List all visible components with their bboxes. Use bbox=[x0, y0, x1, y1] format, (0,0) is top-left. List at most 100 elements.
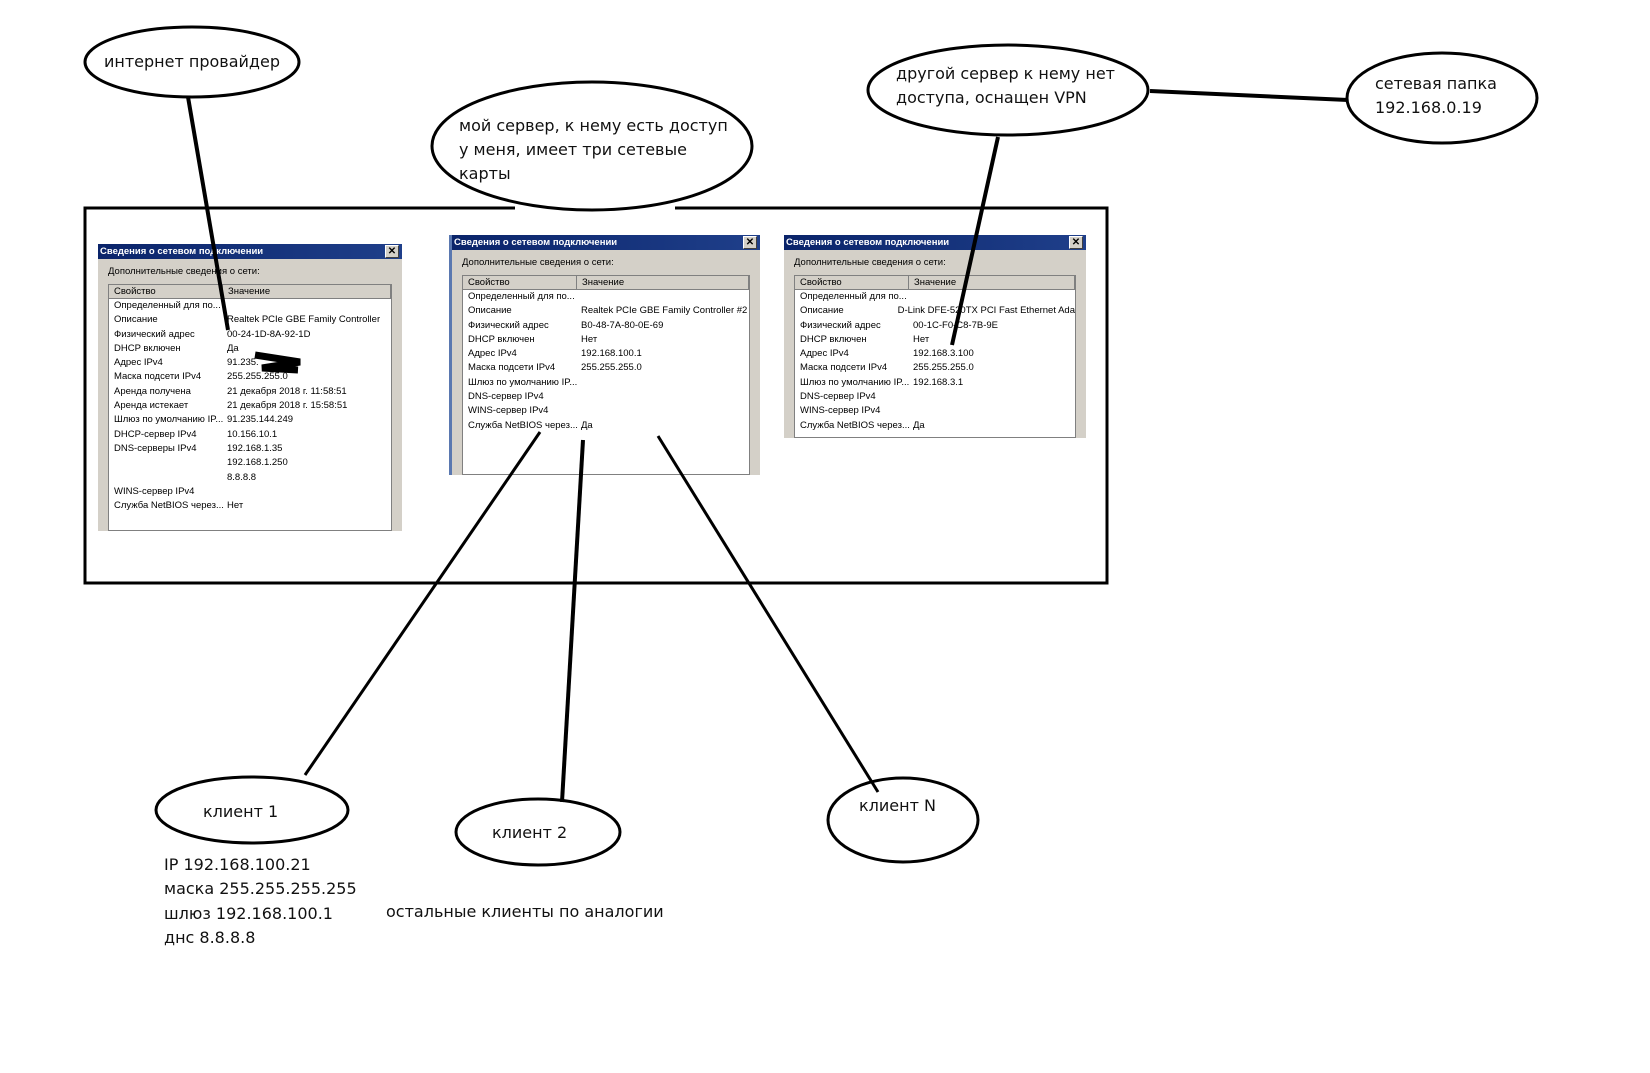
column-header-property[interactable]: Свойство bbox=[795, 276, 909, 289]
property-value: Нет bbox=[227, 500, 244, 512]
column-header-value[interactable]: Значение bbox=[909, 276, 1075, 289]
property-name: Физический адрес bbox=[800, 319, 881, 331]
property-name: Шлюз по умолчанию IP... bbox=[114, 414, 224, 426]
client1-dns: днс 8.8.8.8 bbox=[164, 928, 256, 947]
property-row[interactable]: WINS-сервер IPv4 bbox=[109, 485, 391, 499]
property-value: 00-24-1D-8A-92-1D bbox=[227, 328, 311, 340]
property-name: Шлюз по умолчанию IP... bbox=[800, 376, 910, 388]
property-value: 91.235.144.249 bbox=[227, 414, 294, 426]
property-name: DHCP включен bbox=[114, 342, 181, 354]
property-name: DNS-сервер IPv4 bbox=[800, 391, 876, 403]
bubble-client2 bbox=[454, 797, 622, 867]
property-row[interactable]: Определенный для по... bbox=[463, 290, 749, 304]
property-row[interactable]: Шлюз по умолчанию IP...192.168.3.1 bbox=[795, 376, 1075, 390]
property-name: Служба NetBIOS через... bbox=[468, 419, 578, 431]
dialog-subtitle: Дополнительные сведения о сети: bbox=[462, 257, 614, 268]
property-name: Физический адрес bbox=[468, 319, 549, 331]
server-box bbox=[83, 206, 1109, 585]
redaction-scribble bbox=[254, 351, 301, 374]
column-header-value[interactable]: Значение bbox=[577, 276, 749, 289]
property-row[interactable]: Служба NetBIOS через...Да bbox=[463, 419, 749, 433]
property-row[interactable]: 192.168.1.250 bbox=[109, 456, 391, 470]
property-row[interactable]: Адрес IPv4 192.168.3.100 bbox=[795, 347, 1075, 361]
property-row[interactable]: WINS-сервер IPv4 bbox=[463, 404, 749, 418]
property-value: B0-48-7A-80-0E-69 bbox=[581, 319, 664, 331]
property-row[interactable]: Служба NetBIOS через...Да bbox=[795, 419, 1075, 433]
close-icon[interactable]: ✕ bbox=[743, 236, 757, 249]
column-header-property[interactable]: Свойство bbox=[463, 276, 577, 289]
dialog-subtitle: Дополнительные сведения о сети: bbox=[794, 257, 946, 268]
property-name: DHCP включен bbox=[800, 333, 867, 345]
link-network-folder bbox=[1149, 89, 1349, 102]
column-header-value[interactable]: Значение bbox=[223, 285, 391, 298]
property-row[interactable]: Служба NetBIOS через...Нет bbox=[109, 499, 391, 513]
dialog-title-bar: Сведения о сетевом подключении✕ bbox=[452, 235, 760, 250]
property-name: Маска подсети IPv4 bbox=[114, 371, 202, 383]
property-name: Определенный для по... bbox=[468, 291, 575, 302]
dialog-lan-nic: Сведения о сетевом подключении✕ Дополнит… bbox=[449, 235, 760, 475]
property-row[interactable]: Шлюз по умолчанию IP... bbox=[463, 376, 749, 390]
label-folder-1: сетевая папка bbox=[1375, 74, 1497, 93]
link-provider bbox=[186, 96, 230, 331]
bubble-my-server bbox=[430, 80, 754, 212]
property-name: Определенный для по... bbox=[800, 291, 907, 302]
dialog-subtitle: Дополнительные сведения о сети: bbox=[108, 266, 260, 277]
label-my-server-1: мой сервер, к нему есть доступ bbox=[459, 116, 728, 135]
property-row[interactable]: Физический адрес B0-48-7A-80-0E-69 bbox=[463, 319, 749, 333]
label-client1: клиент 1 bbox=[203, 802, 279, 821]
dialog-vpn-nic: Сведения о сетевом подключении✕ Дополнит… bbox=[784, 235, 1086, 438]
dialog-provider-nic: Сведения о сетевом подключении✕ Дополнит… bbox=[98, 244, 402, 531]
property-value: 255.255.255.0 bbox=[581, 362, 642, 374]
link-client2 bbox=[560, 439, 585, 803]
property-name: Адрес IPv4 bbox=[800, 348, 849, 360]
property-value: 10.156.10.1 bbox=[227, 428, 278, 440]
property-row[interactable]: Определенный для по... bbox=[795, 290, 1075, 304]
link-client1 bbox=[303, 431, 542, 776]
link-clientN bbox=[656, 435, 880, 793]
close-icon[interactable]: ✕ bbox=[385, 245, 399, 258]
property-name: Шлюз по умолчанию IP... bbox=[468, 376, 578, 388]
property-row[interactable]: 8.8.8.8 bbox=[109, 471, 391, 485]
label-other-server-1: другой сервер к нему нет bbox=[896, 64, 1115, 83]
property-value: 192.168.100.1 bbox=[581, 348, 642, 360]
property-value: 255.255.255.0 bbox=[913, 362, 974, 374]
client1-gateway: шлюз 192.168.100.1 bbox=[164, 904, 333, 923]
dialog-title-bar: Сведения о сетевом подключении✕ bbox=[98, 244, 402, 259]
property-value: 192.168.3.1 bbox=[913, 376, 964, 388]
property-row[interactable]: Шлюз по умолчанию IP...91.235.144.249 bbox=[109, 413, 391, 427]
property-row[interactable]: DNS-сервер IPv4 bbox=[463, 390, 749, 404]
property-row[interactable]: Определенный для по... bbox=[109, 299, 391, 313]
property-row[interactable]: WINS-сервер IPv4 bbox=[795, 404, 1075, 418]
property-value: 21 декабря 2018 г. 11:58:51 bbox=[227, 385, 347, 397]
property-name: Аренда истекает bbox=[114, 400, 189, 412]
close-icon[interactable]: ✕ bbox=[1069, 236, 1083, 249]
property-value: Нет bbox=[581, 333, 598, 345]
property-name: WINS-сервер IPv4 bbox=[800, 405, 881, 417]
label-my-server-2: у меня, имеет три сетевые bbox=[459, 140, 687, 159]
label-client2: клиент 2 bbox=[492, 823, 568, 842]
bubble-other-server bbox=[866, 43, 1150, 137]
property-row[interactable]: DNS-сервер IPv4 bbox=[795, 390, 1075, 404]
property-value: 192.168.3.100 bbox=[913, 348, 974, 360]
